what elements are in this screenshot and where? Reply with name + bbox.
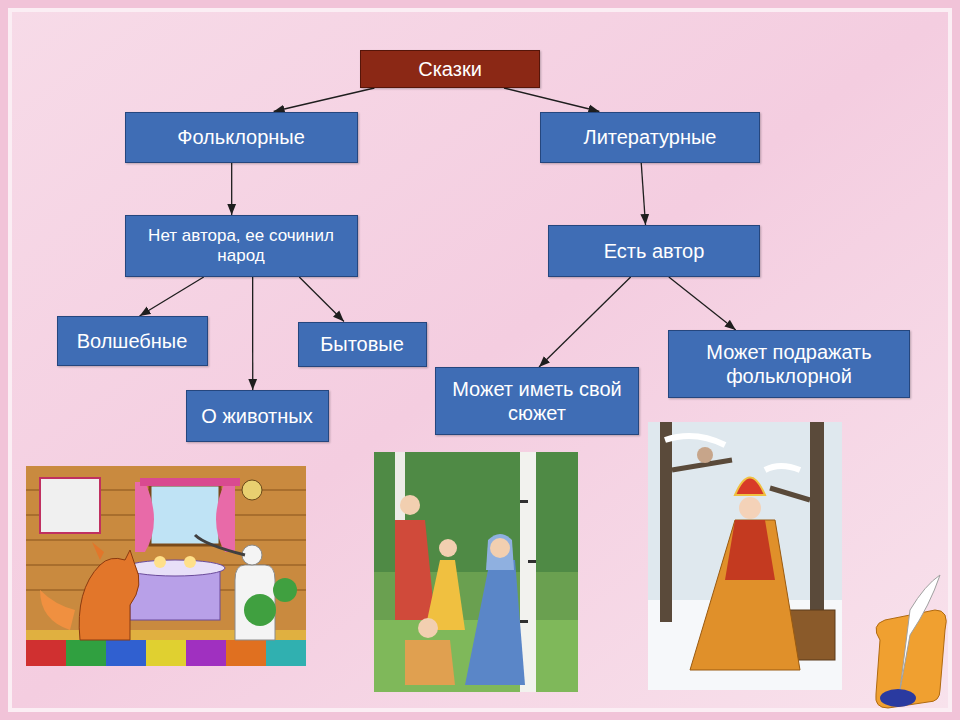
arrow-connector <box>669 277 736 330</box>
winter-illustration <box>648 422 842 690</box>
box-label: Нет автора, ее сочинил народ <box>133 226 350 267</box>
category-box: Может подражать фольклорной <box>668 330 910 398</box>
box-label: Сказки <box>418 57 482 81</box>
arrow-connector <box>274 88 375 112</box>
category-box: О животных <box>186 390 329 442</box>
category-box: Фольклорные <box>125 112 358 163</box>
box-label: Бытовые <box>320 332 404 356</box>
kitchen-illustration <box>26 466 306 666</box>
category-box: Бытовые <box>298 322 427 367</box>
arrow-connector <box>140 277 204 316</box>
arrow-connector <box>504 88 599 112</box>
box-label: Может подражать фольклорной <box>676 340 902 388</box>
scroll-icon <box>876 575 947 708</box>
inner-panel <box>10 10 950 710</box>
arrow-connector <box>231 163 232 216</box>
arrow-connector <box>539 277 631 367</box>
box-label: Может иметь свой сюжет <box>443 377 631 425</box>
arrow-connector <box>641 163 645 226</box>
category-box: Может иметь свой сюжет <box>435 367 639 435</box>
box-label: Есть автор <box>604 239 705 263</box>
arrow-connector <box>252 277 253 390</box>
box-label: Фольклорные <box>177 125 305 149</box>
category-box: Литературные <box>540 112 760 163</box>
arrow-connector <box>299 277 344 322</box>
category-box: Нет автора, ее сочинил народ <box>125 215 358 277</box>
root-box: Сказки <box>360 50 540 88</box>
forest-illustration <box>374 452 578 692</box>
category-box: Есть автор <box>548 225 760 277</box>
box-label: Литературные <box>584 125 717 149</box>
box-label: О животных <box>201 404 312 428</box>
box-label: Волшебные <box>77 329 188 353</box>
category-box: Волшебные <box>57 316 208 366</box>
